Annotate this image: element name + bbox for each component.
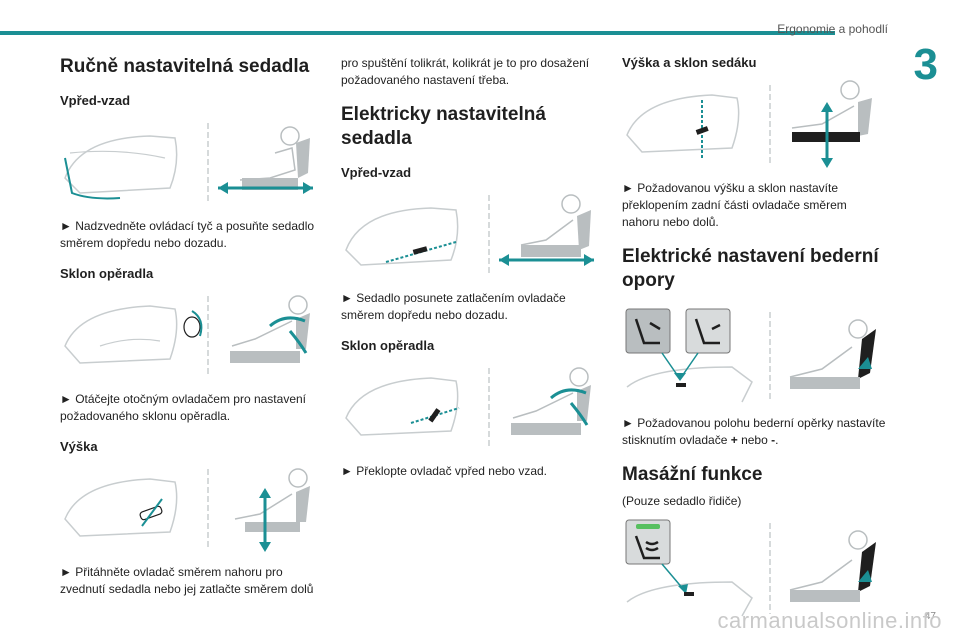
electric-recline-illustration [341, 363, 603, 451]
paragraph-height: ► Přitáhněte ovladač směrem nahoru pro z… [60, 565, 314, 596]
massage-illustration [622, 518, 884, 618]
paragraph-forward-back: ► Nadzvedněte ovládací tyč a posuňte sed… [60, 219, 315, 250]
electric-forward-back-illustration [341, 190, 603, 278]
subheading-seat-height-tilt: Výška a sklon sedáku [622, 55, 757, 70]
header-bar [0, 31, 835, 35]
subheading-height: Výška [60, 439, 98, 454]
paragraph-lumbar: ► Požadovanou polohu bederní opěrky nast… [622, 416, 886, 447]
manual-forward-back-illustration [60, 118, 322, 206]
column-1: Ručně nastavitelná sedadla Vpřed-vzad ► … [60, 55, 325, 612]
minus-symbol: - [771, 433, 776, 447]
chapter-title: Ergonomie a pohodlí [777, 22, 888, 36]
paragraph-massage-note: (Pouze sedadlo řidiče) [622, 494, 742, 508]
section-title-electric: Elektricky nastavitelná sedadla [341, 104, 546, 149]
section-title-massage: Masážní funkce [622, 464, 763, 485]
paragraph-electric-recline: ► Překlopte ovladač vpřed nebo vzad. [341, 464, 547, 478]
column-2: pro spuštění tolikrát, kolikrát je to pr… [341, 55, 606, 494]
chapter-number: 3 [913, 40, 938, 89]
subheading-electric-forward-back: Vpřed-vzad [341, 165, 412, 180]
lumbar-illustration [622, 307, 884, 403]
paragraph-recline: ► Otáčejte otočným ovladačem pro nastave… [60, 392, 306, 423]
section-title-manual: Ručně nastavitelná sedadla [60, 56, 310, 77]
manual-recline-illustration [60, 291, 322, 379]
paragraph-intro: pro spuštění tolikrát, kolikrát je to pr… [341, 56, 590, 87]
page-number: 47 [924, 611, 936, 622]
section-title-lumbar: Elektrické nastavení bederní opory [622, 246, 879, 291]
subheading-forward-back: Vpřed-vzad [60, 93, 131, 108]
column-3: Výška a sklon sedáku ► Požadovanou výšku… [622, 55, 887, 630]
plus-symbol: + [730, 433, 738, 447]
paragraph-electric-forward-back: ► Sedadlo posunete zatlačením ovladače s… [341, 291, 566, 322]
subheading-recline: Sklon opěradla [60, 266, 154, 281]
paragraph-seat-height-tilt: ► Požadovanou výšku a sklon nastavíte př… [622, 181, 847, 229]
watermark: carmanualsonline.info [717, 608, 942, 633]
subheading-electric-recline: Sklon opěradla [341, 338, 435, 353]
seat-height-tilt-illustration [622, 80, 884, 168]
manual-height-illustration [60, 464, 322, 552]
